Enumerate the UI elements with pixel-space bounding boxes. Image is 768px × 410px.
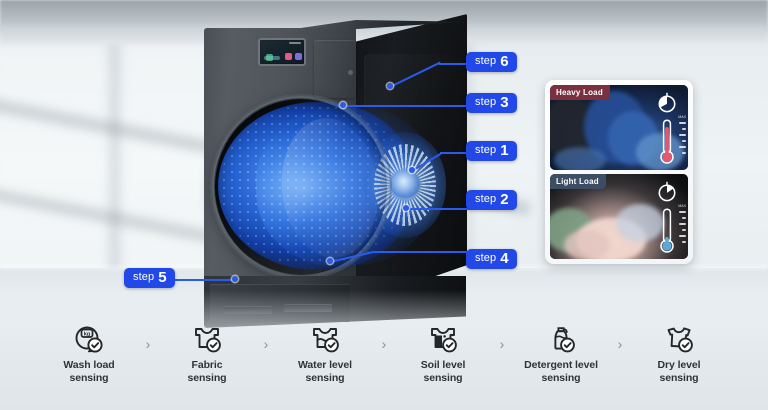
light-load-card: Light Load MAX (550, 174, 688, 259)
load-comparison-panel: Heavy Load MAX (545, 80, 693, 264)
sensing-step-label: Wash load sensing (63, 359, 114, 385)
step-badge-4[interactable]: step 4 (466, 249, 517, 269)
scale-top-label: MAX (678, 115, 686, 119)
svg-text:kg: kg (84, 331, 90, 337)
label-line-1: Detergent level (524, 359, 598, 371)
display-status-bar (289, 42, 301, 44)
laundry-fold (636, 133, 684, 170)
sensing-step-wash-load: kg Wash load sensing (42, 324, 136, 385)
label-line-2: sensing (659, 371, 699, 384)
step-separator-icon: › (145, 336, 151, 352)
sensing-step-soil-level: Soil level sensing (396, 324, 490, 385)
detergent-level-sensing-icon (554, 327, 575, 353)
leader-line-step5 (172, 279, 237, 281)
wash-load-sensing-icon: kg (75, 326, 103, 353)
sensing-step-water-level: Water level sensing (278, 324, 372, 385)
leader-line-step4 (372, 251, 473, 253)
window-mullion-shadow (110, 40, 119, 290)
load-gauge-icon (658, 92, 676, 113)
step-badge-word: step (475, 252, 497, 264)
step-separator-icon: › (381, 336, 387, 352)
step-badge-number: 4 (500, 250, 509, 267)
window-light-pane (0, 44, 108, 294)
step-separator-icon: › (499, 336, 505, 352)
soil-level-sensing-icon (431, 328, 457, 353)
laundry-fold (554, 147, 606, 170)
step-badge-5[interactable]: step 5 (124, 268, 175, 288)
heavy-load-card: Heavy Load MAX (550, 85, 688, 170)
leader-line-step6 (439, 63, 473, 65)
heavy-thermometer-icon (660, 119, 674, 164)
light-load-label: Light Load (550, 174, 606, 189)
step-separator-icon: › (263, 336, 269, 352)
step-badge-word: step (475, 55, 497, 67)
detergent-drawer[interactable] (314, 40, 356, 98)
leader-line-step2 (406, 208, 473, 210)
sensing-steps-strip: kg Wash load sensing › Fabric sensing › (0, 324, 768, 404)
leader-dot-step5 (232, 276, 238, 282)
display-app-icon (295, 53, 302, 60)
drawer-handle-notch (348, 70, 353, 75)
fabric-sensing-icon (195, 328, 221, 353)
sensing-step-dry-level: Dry level sensing (632, 324, 726, 385)
label-line-2: sensing (305, 371, 345, 384)
step-badge-number: 2 (500, 191, 509, 208)
label-line-1: Fabric (191, 359, 223, 371)
step-badge-word: step (133, 271, 155, 283)
step-badge-6[interactable]: step 6 (466, 52, 517, 72)
laundry-fold (564, 230, 610, 259)
label-line-2: sensing (541, 371, 581, 384)
sensing-step-detergent-level: Detergent level sensing (514, 324, 608, 385)
step-badge-word: step (475, 193, 497, 205)
label-line-2: sensing (69, 371, 109, 384)
leader-dot-step2 (403, 205, 409, 211)
leader-dot-step3 (340, 102, 346, 108)
step-badge-word: step (475, 96, 497, 108)
step-badge-1[interactable]: step 1 (466, 141, 517, 161)
light-thermometer-scale: MAX (678, 204, 686, 250)
display-app-icon (285, 53, 292, 60)
leader-dot-step1 (409, 167, 415, 173)
step-badge-3[interactable]: step 3 (466, 93, 517, 113)
label-line-1: Wash load (63, 359, 115, 371)
label-line-1: Soil level (420, 359, 466, 371)
washing-machine (196, 14, 467, 328)
sensing-step-label: Fabric sensing (188, 359, 227, 385)
sensing-step-label: Soil level sensing (421, 359, 466, 385)
sensing-step-fabric: Fabric sensing (160, 324, 254, 385)
step-separator-icon: › (617, 336, 623, 352)
drum-hub (390, 170, 420, 198)
scale-top-label: MAX (678, 204, 686, 208)
label-line-1: Dry level (657, 359, 701, 371)
control-panel-display[interactable] (258, 38, 306, 66)
laundry-fold (616, 204, 664, 242)
label-line-2: sensing (187, 371, 227, 384)
bottom-gradient-overlay (0, 290, 768, 410)
light-thermometer-icon (660, 208, 674, 253)
label-line-2: sensing (423, 371, 463, 384)
heavy-thermometer-scale: MAX (678, 115, 686, 161)
leader-dot-step6 (387, 83, 393, 89)
dry-level-sensing-icon (667, 327, 693, 353)
display-progress-pill (264, 56, 280, 60)
sensing-step-label: Water level sensing (298, 359, 352, 385)
step-badge-word: step (475, 144, 497, 156)
step-badge-number: 5 (158, 269, 167, 286)
water-level-sensing-icon (313, 328, 339, 353)
sensing-step-label: Dry level sensing (658, 359, 701, 385)
load-gauge-icon (658, 181, 676, 202)
leader-line-step3 (343, 105, 473, 107)
label-line-1: Water level (298, 359, 352, 371)
leader-line-step1 (440, 152, 473, 154)
step-badge-number: 1 (500, 142, 509, 159)
heavy-load-label: Heavy Load (550, 85, 610, 100)
step-badge-number: 3 (500, 94, 509, 111)
sensing-step-label: Detergent level sensing (524, 359, 598, 385)
step-badge-number: 6 (500, 53, 509, 70)
leader-dot-step4 (327, 258, 333, 264)
step-badge-2[interactable]: step 2 (466, 190, 517, 210)
